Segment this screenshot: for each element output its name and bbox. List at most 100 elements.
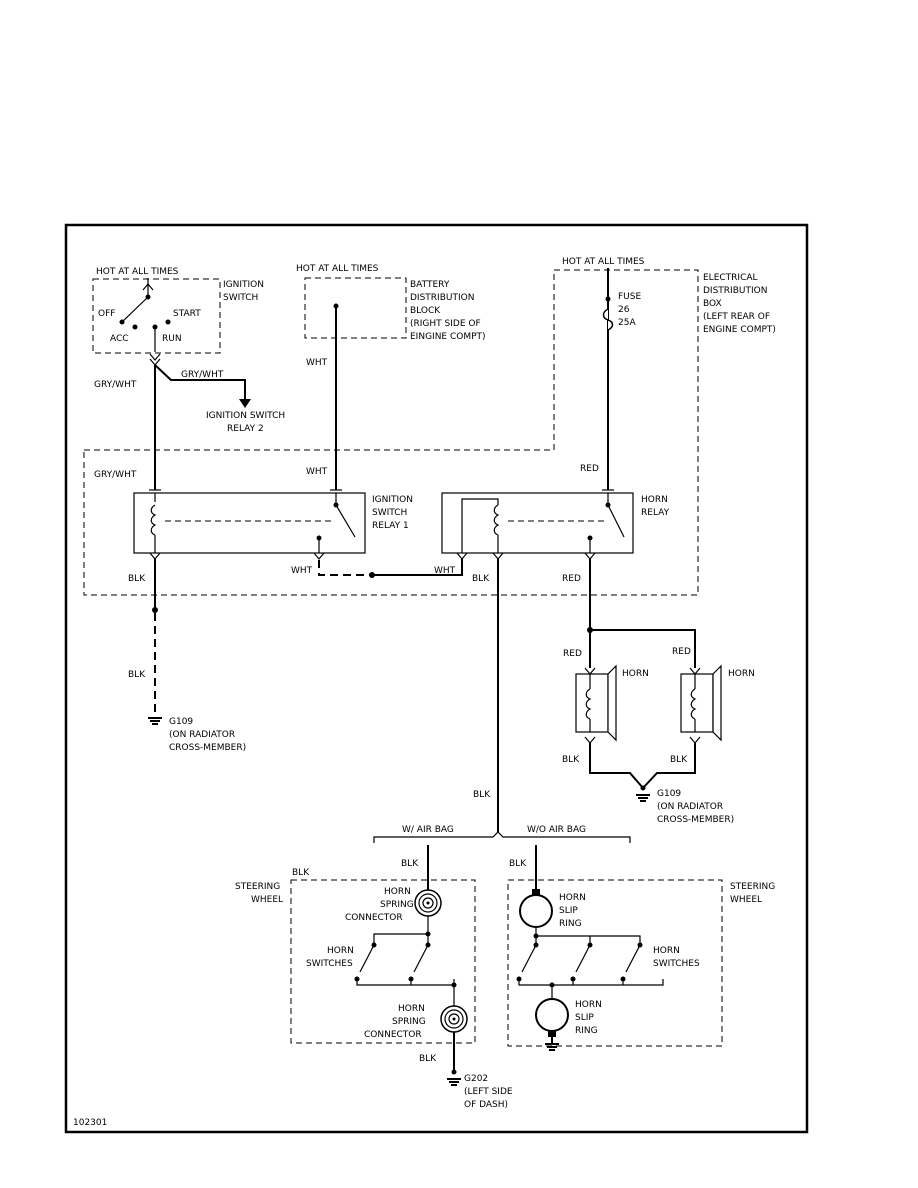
- svg-text:G109: G109: [657, 789, 681, 799]
- horn-spring-connector-lower: [440, 1005, 468, 1033]
- svg-text:HORN: HORN: [641, 495, 668, 505]
- svg-text:SPRING: SPRING: [392, 1017, 426, 1027]
- horn-slip-ring-upper: [519, 889, 553, 928]
- electrical-box-hot-label: HOT AT ALL TIMES: [562, 257, 645, 267]
- fuse-label: FUSE: [618, 292, 641, 302]
- svg-text:BLK: BLK: [128, 670, 146, 680]
- svg-text:RING: RING: [575, 1026, 598, 1036]
- svg-text:RELAY 1: RELAY 1: [372, 521, 409, 531]
- svg-text:GRY/WHT: GRY/WHT: [94, 380, 137, 390]
- svg-text:HORN: HORN: [384, 887, 411, 897]
- svg-text:RELAY: RELAY: [641, 508, 670, 518]
- svg-text:W/O AIR BAG: W/O AIR BAG: [527, 825, 586, 835]
- svg-text:ACC: ACC: [110, 334, 129, 344]
- horn-switch-airbag-2: [413, 944, 429, 973]
- svg-text:HORN: HORN: [728, 669, 755, 679]
- svg-text:CONNECTOR: CONNECTOR: [364, 1030, 422, 1040]
- horn-right: HORN: [680, 664, 755, 744]
- svg-text:WHT: WHT: [434, 566, 456, 576]
- svg-text:HORN: HORN: [575, 1000, 602, 1010]
- diagram-frame: [64, 223, 809, 1134]
- svg-text:DISTRIBUTION: DISTRIBUTION: [410, 293, 474, 303]
- svg-text:CROSS-MEMBER): CROSS-MEMBER): [657, 815, 734, 825]
- ignition-switch-title: IGNITION: [223, 280, 264, 290]
- svg-text:WHT: WHT: [291, 566, 313, 576]
- svg-text:CONNECTOR: CONNECTOR: [345, 913, 403, 923]
- fuse-26-symbol: [602, 308, 614, 331]
- svg-text:W/ AIR BAG: W/ AIR BAG: [402, 825, 454, 835]
- steering-wheel-label-right: STEERING: [730, 882, 775, 892]
- ignition-switch: HOT AT ALL TIMES IGNITION SWITCH OFF STA…: [92, 267, 264, 354]
- svg-text:EINGINE COMPT): EINGINE COMPT): [410, 332, 486, 342]
- diagram-id: 102301: [73, 1118, 107, 1128]
- svg-text:GRY/WHT: GRY/WHT: [94, 470, 137, 480]
- svg-text:RED: RED: [672, 647, 691, 657]
- svg-text:RUN: RUN: [162, 334, 182, 344]
- battery-distribution-block: HOT AT ALL TIMES BATTERY DISTRIBUTION BL…: [296, 264, 486, 342]
- ground-symbol-g202: [447, 1078, 461, 1086]
- svg-text:BLK: BLK: [509, 859, 527, 869]
- svg-text:ENGINE COMPT): ENGINE COMPT): [703, 325, 776, 335]
- steering-wheel-airbag-box: [290, 879, 476, 1044]
- svg-text:IGNITION: IGNITION: [372, 495, 413, 505]
- svg-text:BLK: BLK: [473, 790, 491, 800]
- svg-text:RED: RED: [562, 574, 581, 584]
- svg-text:WHEEL: WHEEL: [730, 895, 762, 905]
- svg-text:OFF: OFF: [98, 309, 115, 319]
- airbag-variant-bracket: [373, 831, 631, 843]
- blk-horn-ground-wire-right: [642, 743, 696, 789]
- svg-text:HORN: HORN: [622, 669, 649, 679]
- horn-switches-label-right: HORN: [653, 946, 680, 956]
- svg-text:OF DASH): OF DASH): [464, 1100, 508, 1110]
- ground-symbol-g109-right: [636, 794, 650, 802]
- svg-text:SPRING: SPRING: [380, 900, 414, 910]
- steering-wheel-label-left: STEERING: [235, 882, 280, 892]
- relay-center-enclosure: [83, 269, 699, 596]
- ignition-switch-relay-1: IGNITION SWITCH RELAY 1: [133, 492, 413, 554]
- svg-text:RELAY 2: RELAY 2: [227, 424, 264, 434]
- horn-switches-label-left: HORN: [327, 946, 354, 956]
- horn-relay: HORN RELAY: [441, 492, 670, 554]
- svg-text:WHT: WHT: [306, 467, 328, 477]
- horn-switch-no-airbag-3: [625, 944, 641, 973]
- g202-label: G202: [464, 1074, 488, 1084]
- horn-switch-no-airbag-1: [521, 944, 537, 973]
- ignition-hot-label: HOT AT ALL TIMES: [96, 267, 179, 277]
- horn-switch-no-airbag-2: [575, 944, 591, 973]
- svg-text:RED: RED: [563, 649, 582, 659]
- horn-switch-airbag-1: [359, 944, 375, 973]
- ground-symbol-g109-left: [148, 717, 162, 725]
- g109-label: G109: [169, 717, 193, 727]
- svg-text:SWITCHES: SWITCHES: [306, 959, 353, 969]
- svg-text:25A: 25A: [618, 318, 636, 328]
- svg-text:BLK: BLK: [562, 755, 580, 765]
- svg-text:BLK: BLK: [472, 574, 490, 584]
- svg-text:START: START: [173, 309, 201, 319]
- svg-text:BOX: BOX: [703, 299, 722, 309]
- svg-text:DISTRIBUTION: DISTRIBUTION: [703, 286, 767, 296]
- svg-text:ELECTRICAL: ELECTRICAL: [703, 273, 758, 283]
- svg-text:RED: RED: [580, 464, 599, 474]
- horn-spring-connector-upper: [414, 889, 442, 917]
- svg-text:(ON RADIATOR: (ON RADIATOR: [657, 802, 723, 812]
- svg-text:BLK: BLK: [419, 1054, 437, 1064]
- gry-wht-branch-wire: [154, 364, 246, 403]
- svg-text:BLK: BLK: [401, 859, 419, 869]
- svg-text:WHT: WHT: [306, 358, 328, 368]
- svg-text:(RIGHT SIDE OF: (RIGHT SIDE OF: [410, 319, 481, 329]
- svg-text:SLIP: SLIP: [559, 906, 578, 916]
- svg-text:RING: RING: [559, 919, 582, 929]
- svg-text:WHEEL: WHEEL: [251, 895, 283, 905]
- ground-symbol-slip-ring: [545, 1037, 559, 1051]
- battery-hot-label: HOT AT ALL TIMES: [296, 264, 379, 274]
- svg-text:SWITCHES: SWITCHES: [653, 959, 700, 969]
- svg-text:26: 26: [618, 305, 630, 315]
- ignition-relay-2-label: IGNITION SWITCH: [206, 411, 285, 421]
- horn-left: HORN: [575, 664, 649, 744]
- blk-horn-ground-wire-left: [589, 743, 644, 789]
- svg-text:SWITCH: SWITCH: [372, 508, 407, 518]
- wht-dashed-wire: [318, 560, 372, 576]
- svg-text:BATTERY: BATTERY: [410, 280, 450, 290]
- horn-slip-ring-lower: [535, 998, 569, 1037]
